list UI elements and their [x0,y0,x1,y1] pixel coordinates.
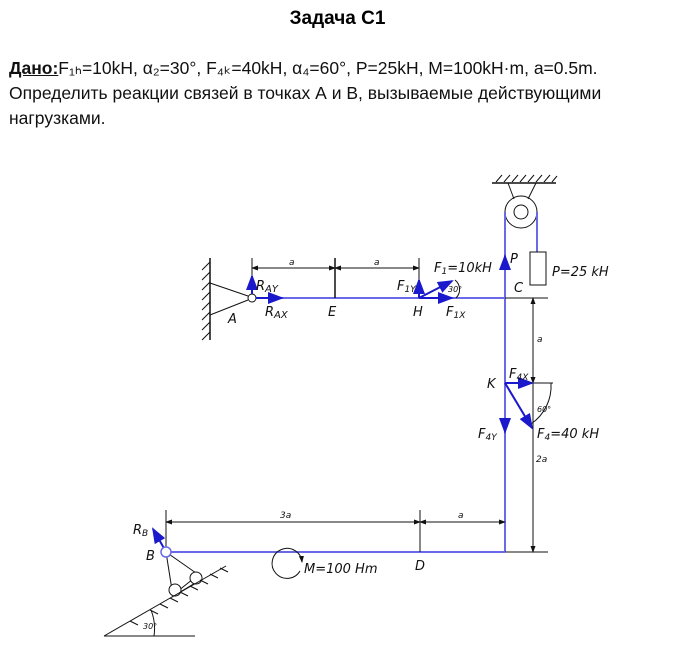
label-C: C [514,281,524,296]
label-D: D [415,559,425,574]
label-F1X: F1X [446,305,466,321]
weight-P [529,251,547,286]
given-values: F₁ₕ=10kH, α₂=30°, F₄ₖ=40kH, α₄=60°, P=25… [58,58,598,78]
label-F1Y: F1Y [397,279,417,295]
dim-a1: a [289,258,295,268]
label-moment: M=100 Hm [304,562,378,577]
label-B: B [146,549,155,564]
pin-A [247,293,257,303]
problem-statement: Дано:F₁ₕ=10kH, α₂=30°, F₄ₖ=40kH, α₄=60°,… [9,56,674,131]
label-E: E [328,305,337,320]
pulley [492,174,558,229]
label-A: A [227,312,237,327]
dim-a2: a [374,258,380,268]
dim-a-vertical: a [537,335,543,345]
label-angle-incline: 30° [143,622,157,631]
dim-3a: 3a [280,511,291,521]
task-line-2: нагрузками. [9,108,106,128]
label-K: K [487,377,497,392]
label-RAY: RAY [256,279,279,295]
dim-a-bottom: a [458,511,464,521]
label-F4X: F4X [509,367,529,383]
label-P: P [510,252,518,267]
label-RAX: RAX [265,305,289,321]
roller-support-B [103,551,229,637]
label-angle-60: 60° [537,405,551,414]
label-F4Y: F4Y [478,427,498,443]
page-title: Задача С1 [289,8,386,29]
label-H: H [413,305,423,320]
label-P-value: P=25 kH [552,265,609,280]
label-RB: RB [133,523,148,539]
pin-B [160,546,172,558]
given-label: Дано: [9,58,59,78]
wall-support-A [201,258,249,341]
label-F1: F1=10kH [434,261,492,277]
label-F4: F4=40 kH [537,427,599,443]
dim-2a: 2a [536,455,547,465]
task-line-1: Определить реакции связей в точках А и В… [9,83,602,103]
label-angle-30: 30° [448,285,462,294]
moment-icon [271,547,304,579]
